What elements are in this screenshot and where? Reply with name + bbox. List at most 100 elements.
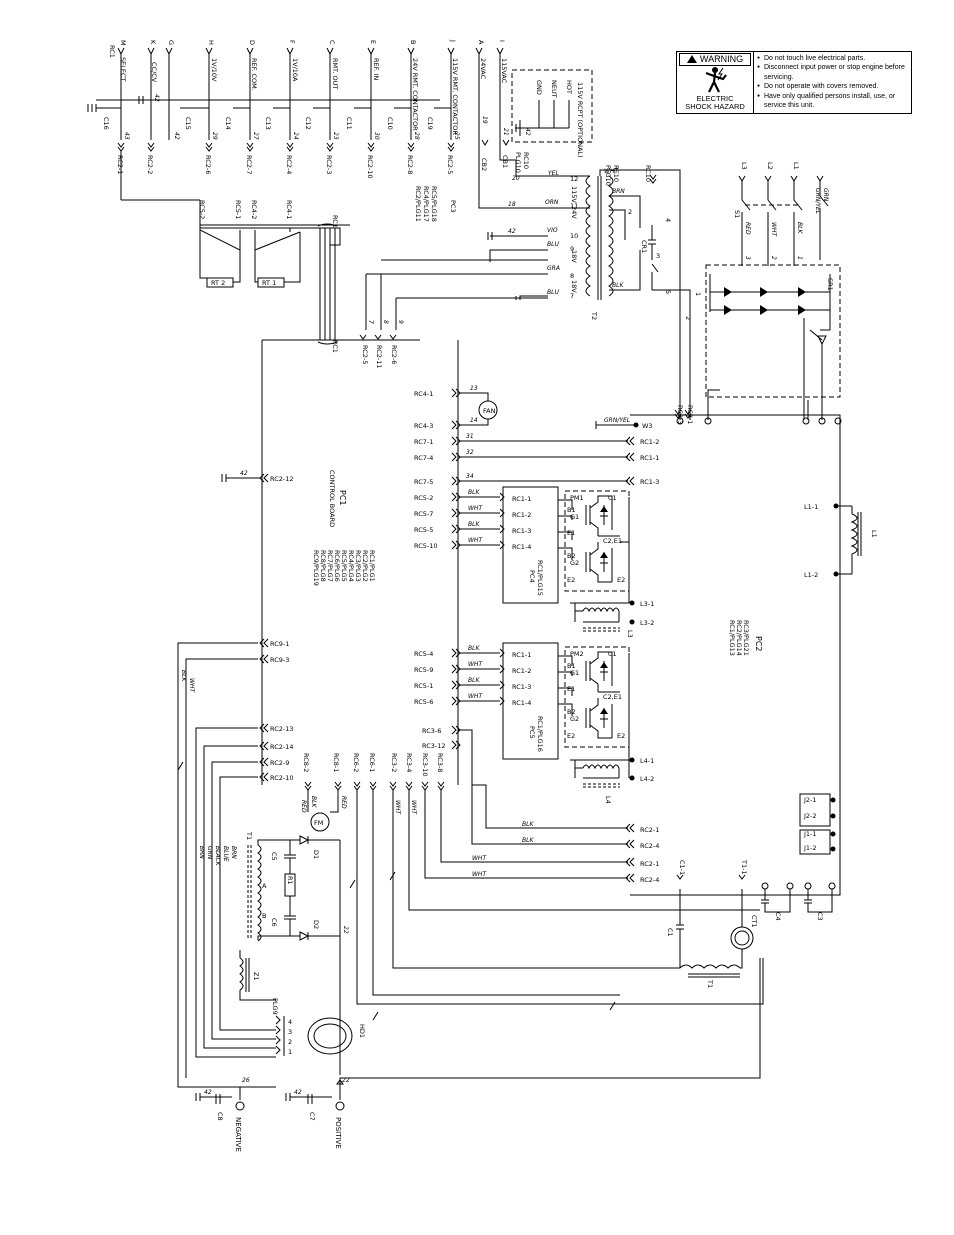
warning-header-text: WARNING — [699, 54, 744, 64]
wire-42: 42 — [153, 94, 160, 102]
rc2-13: RC2-13 — [270, 725, 293, 733]
rc4-2: RC4-2 — [250, 200, 258, 219]
pc1-plug-4: RC4/PLG4 — [347, 550, 355, 582]
pc1-plug-9: RC9/PLG19 — [312, 550, 320, 586]
ct1-label: CT1 — [750, 915, 758, 928]
cap-c8: C8 — [216, 1112, 224, 1121]
wire-27: 27 — [252, 132, 259, 140]
wire-28: 28 — [413, 132, 420, 140]
pc4-label: PC4 — [528, 570, 536, 583]
outlet-neut: NEUT — [550, 80, 558, 98]
tap-18v-b: 18V — [570, 280, 578, 293]
pm1-e2b: E2 — [617, 576, 625, 584]
inductor-l4: L4 — [604, 796, 612, 804]
color-vio: VIO — [547, 227, 558, 234]
term-l4-2: L4-2 — [640, 775, 654, 783]
neg-wire-26: 26 — [242, 1077, 250, 1084]
cb1: CB1 — [501, 155, 509, 168]
rc5-2: RC5-2 — [198, 200, 206, 219]
func-cccv: CC/CV — [150, 62, 158, 83]
snubber-network: T1 BRN A B D1 D2 C5 R1 C6 22 Z1 — [230, 831, 356, 1085]
func-24v-contactor: 24V RMT. CONTACTOR — [411, 58, 419, 131]
relay-wire-5: 5 — [664, 290, 672, 294]
wire-13: 13 — [470, 385, 478, 392]
pos-wire-42: 42 — [294, 1089, 302, 1096]
pc5-label: PC5 — [528, 726, 536, 739]
func-24vac: 24VAC — [479, 58, 487, 80]
term-rc1-3: RC1-3 — [640, 478, 659, 486]
wire-43: 43 — [123, 132, 130, 140]
control-board-pc1: PC1 CONTROL BOARD RC1/PLG1 RC2/PLG2 RC3/… — [221, 340, 628, 785]
rc5-6: RC5-6 — [414, 698, 433, 706]
pm1-blk-2: BLK — [468, 521, 480, 528]
ground-grn: GRN — [822, 188, 829, 202]
warning-header: WARNING — [679, 53, 751, 66]
pin-i: I — [498, 40, 506, 42]
pin-b: B — [409, 40, 417, 44]
pm1-label: PM1 — [570, 494, 584, 502]
rc2-6-pc3: RC2-6 — [390, 345, 398, 364]
func-1v10a: 1V/10A — [291, 58, 299, 82]
rc3-6: RC3-6 — [422, 727, 441, 735]
rc2-10: RC2-10 — [270, 774, 293, 782]
rc5-4: RC5-4 — [414, 650, 433, 658]
cap-c6: C6 — [270, 918, 278, 927]
hd1-pin-2: 2 — [288, 1038, 292, 1046]
func-rmt-out: RMT. OUT — [331, 58, 339, 89]
wire-blue: BLUE — [222, 846, 229, 862]
pin-g: G — [167, 40, 175, 45]
pc3-plug-3: RC5/PLG18 — [430, 186, 438, 222]
pc2-plug-2: RC2/PLG14 — [735, 620, 743, 656]
wire-wht-rc2-4: WHT — [472, 871, 487, 878]
pm2-blk-2: BLK — [468, 677, 480, 684]
color-blk: BLK — [612, 282, 624, 289]
fan-motor-label: FM — [314, 819, 323, 827]
warning-caption-line1: ELECTRIC — [696, 94, 734, 103]
wire-30: 30 — [373, 132, 380, 140]
rc3-8: RC3-8 — [436, 753, 444, 772]
rc6-2: RC6-2 — [352, 753, 360, 772]
pm1-c2e1: C2,E1 — [603, 537, 622, 545]
sr1-box — [705, 264, 841, 398]
pm1-rc1-3: RC1-3 — [512, 527, 531, 535]
term-rc1-2: RC1-2 — [640, 438, 659, 446]
pc2-board-outline — [630, 414, 841, 896]
wire-32: 32 — [466, 449, 474, 456]
pin-m: M — [119, 40, 127, 46]
fan-cr1-label: FAN — [483, 407, 496, 415]
rc10-a: RC10 — [522, 152, 530, 169]
rc2-11-pc3: RC2-11 — [375, 345, 383, 368]
wire-42b: 42 — [173, 132, 180, 140]
t2-label: T2 — [590, 311, 598, 320]
pm2-rc1-1: RC1-1 — [512, 651, 531, 659]
rc2-14: RC2-14 — [270, 743, 293, 751]
fm-red: RED — [340, 796, 347, 809]
rc5-1: RC5-1 — [414, 682, 433, 690]
hd1-pin-1: 1 — [288, 1048, 292, 1056]
func-115v-contactor: 115V RMT. CONTACTOR — [451, 58, 459, 135]
w3-grnyel: GRN/YEL — [604, 417, 630, 424]
pm1-rc1-4: RC1-4 — [512, 543, 531, 551]
pin-9: 9 — [570, 245, 574, 253]
rc8-1: RC8-1 — [332, 753, 340, 772]
pm1-g1: G1 — [570, 513, 579, 521]
pc3-label: PC3 — [449, 200, 457, 213]
rc1-label: RC1 — [108, 45, 116, 58]
pm1-rc1-2: RC1-2 — [512, 511, 531, 519]
term-c1-1: C1-1 — [678, 860, 686, 875]
cap-c10: C10 — [386, 117, 394, 130]
term-j1-1: J1-1 — [803, 830, 817, 838]
func-ref-in: REF. IN — [372, 58, 380, 80]
pin-10: 10 — [570, 232, 578, 240]
warning-triangle-icon — [686, 55, 697, 63]
plg10-b: PLG10 — [604, 165, 612, 186]
plug-rc2-1: RC2-1 — [116, 155, 124, 174]
pin-e: E — [369, 40, 377, 44]
hall-device-hd1: PLG9 4 3 2 1 HD1 — [271, 998, 366, 1056]
rc4-1: RC4-1 — [285, 200, 293, 219]
pm2-g1: G1 — [570, 669, 579, 677]
wire-8: 8 — [382, 320, 389, 324]
cap-c12: C12 — [304, 117, 312, 130]
pm1-blk-1: BLK — [468, 489, 480, 496]
